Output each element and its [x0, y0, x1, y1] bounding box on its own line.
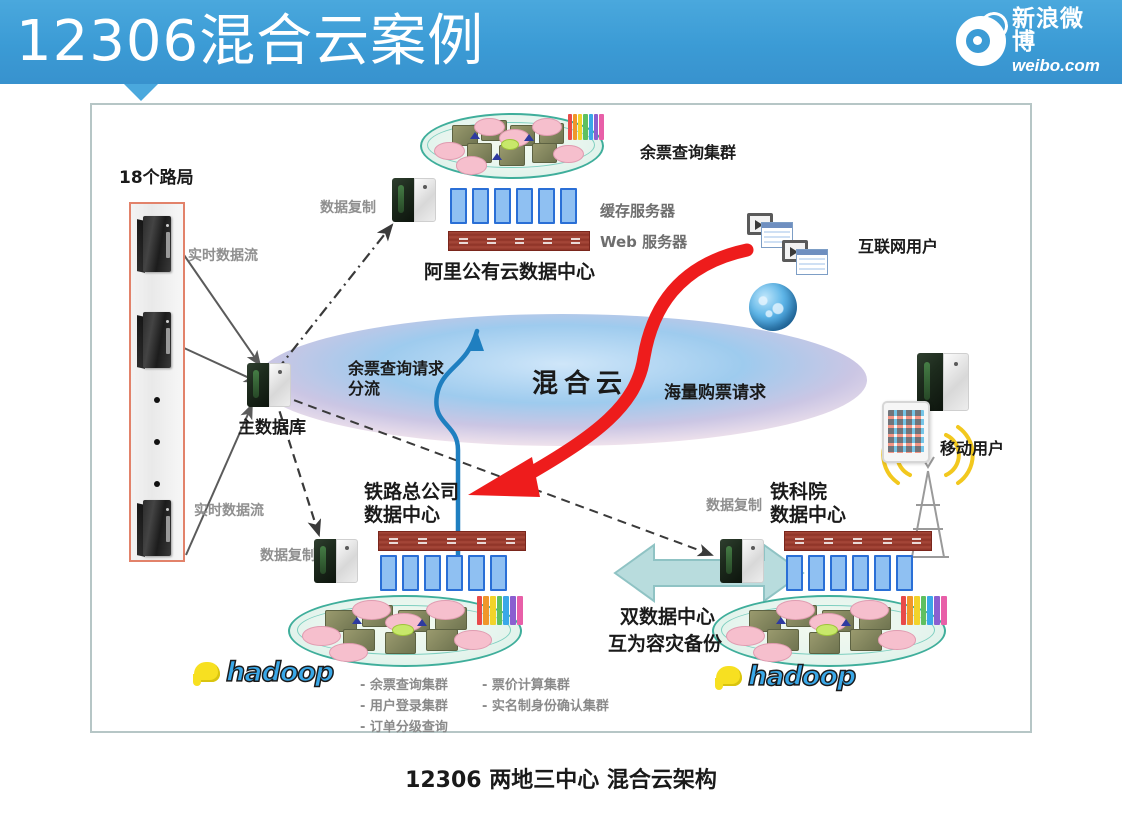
diagram-connectors: [183, 223, 975, 603]
globe-icon: [749, 283, 797, 331]
hadoop-elephant-icon: [714, 663, 746, 691]
railway-replica-device-icon: [314, 539, 358, 583]
ali-replica-device-icon: [392, 178, 436, 222]
weibo-logo: 新浪微博 weibo.com: [956, 8, 1106, 74]
server-tower-icon: [137, 216, 177, 274]
internet-users-label: 互联网用户: [858, 237, 939, 256]
railway-dc-label-2: 数据中心: [364, 504, 441, 526]
hadoop-wordmark: hadoop: [747, 661, 857, 693]
web-server-row-icon: [448, 231, 590, 251]
weibo-wordmark: 新浪微博 weibo.com: [1012, 6, 1106, 75]
cache-server-label: 缓存服务器: [600, 202, 676, 220]
hadoop-logo-right: hadoop: [714, 661, 857, 693]
ticket-query-cluster-icon: [420, 113, 604, 179]
realtime-stream-top-label: 实时数据流: [188, 248, 258, 264]
user-group-icon: [900, 596, 947, 625]
main-database-device-icon: [247, 363, 291, 407]
tablet-icon: [882, 401, 930, 463]
cluster-list-column-2: - 票价计算集群 - 实名制身份确认集群: [482, 678, 609, 714]
ali-cloud-dc-label: 阿里公有云数据中心: [424, 261, 596, 283]
user-group-icon: [567, 114, 604, 141]
tiekeyuan-dc-label-2: 数据中心: [770, 504, 847, 526]
dual-dc-label-1: 双数据中心: [620, 606, 716, 628]
figure-caption: 12306 两地三中心 混合云架构: [405, 768, 717, 793]
dual-dc-label-2: 互为容灾备份: [608, 633, 723, 655]
ellipsis-dot: [154, 439, 160, 445]
web-server-label: Web 服务器: [600, 233, 688, 251]
hybrid-cloud-label: 混合云: [532, 369, 629, 399]
query-split-label-1: 余票查询请求: [348, 359, 445, 378]
tiekeyuan-replica-device-icon: [720, 539, 764, 583]
tiekeyuan-cache-server-row-icon: [786, 555, 913, 591]
mobile-users-label: 移动用户: [940, 439, 1005, 458]
header-notch-icon: [124, 84, 158, 101]
ellipsis-dot: [154, 481, 160, 487]
tiekeyuan-hadoop-cluster-icon: [712, 595, 947, 667]
tiekeyuan-web-server-row-icon: [784, 531, 932, 551]
hadoop-wordmark: hadoop: [225, 657, 335, 689]
data-replication-right-label: 数据复制: [706, 498, 762, 514]
page-title: 12306混合云案例: [16, 9, 485, 74]
desktop-monitor-icon: [782, 240, 828, 280]
query-split-label-2: 分流: [348, 379, 381, 398]
page-header: 12306混合云案例 新浪微博 weibo.com: [0, 0, 1122, 84]
mobile-phone-icon: [917, 353, 969, 411]
railway-hadoop-cluster-icon: [288, 595, 523, 667]
weibo-eye-icon: [956, 9, 1011, 66]
main-database-label: 主数据库: [238, 418, 306, 438]
hadoop-logo-left: hadoop: [192, 657, 335, 689]
server-tower-icon: [137, 312, 177, 370]
tiekeyuan-dc-label-1: 铁科院: [770, 481, 828, 503]
weibo-brand-en: weibo.com: [1012, 56, 1100, 75]
ticket-query-cluster-label: 余票查询集群: [640, 143, 737, 162]
ellipsis-dot: [154, 397, 160, 403]
railway-cache-server-row-icon: [380, 555, 507, 591]
data-replication-top-label: 数据复制: [320, 200, 376, 216]
realtime-stream-bottom-label: 实时数据流: [194, 503, 264, 519]
user-group-icon: [476, 596, 523, 625]
weibo-signal-icon: [977, 9, 1011, 43]
mass-purchase-label: 海量购票请求: [664, 383, 766, 403]
railway-dc-label-1: 铁路总公司: [364, 481, 460, 503]
weibo-brand-cn: 新浪微博: [1012, 6, 1084, 55]
cluster-list-column-1: - 余票查询集群 - 用户登录集群 - 订单分级查询: [360, 678, 448, 735]
cache-server-row-icon: [450, 188, 577, 224]
railway-web-server-row-icon: [378, 531, 526, 551]
hadoop-elephant-icon: [192, 659, 224, 687]
routes-bureau-box: [129, 202, 185, 562]
diagram-frame: 18个路局 实时数据流 实时数据流 主数据库 数据复制 数据复制 数据复制: [90, 103, 1032, 735]
data-replication-left-label: 数据复制: [260, 548, 316, 564]
routes-bureau-label: 18个路局: [119, 168, 194, 188]
server-tower-icon: [137, 500, 177, 558]
